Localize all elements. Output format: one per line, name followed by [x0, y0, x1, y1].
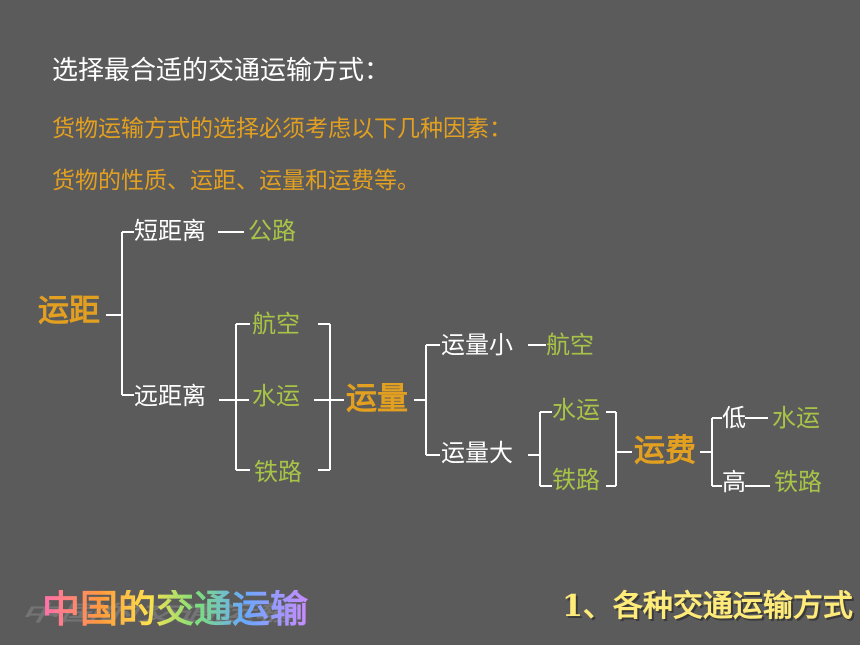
node-yunliang: 运量 [346, 381, 408, 417]
connector-mode-right [314, 323, 344, 471]
node-shuiyun-2: 水运 [552, 396, 600, 424]
node-yuanjuli: 远距离 [134, 382, 206, 410]
subtitle-line-1: 货物运输方式的选择必须考虑以下几种因素： [52, 116, 512, 142]
connector-da-right [606, 411, 632, 487]
node-di: 低 [722, 404, 746, 432]
node-duanjuli: 短距离 [134, 217, 206, 245]
node-yunfei: 运费 [634, 433, 696, 469]
node-tielu-2: 铁路 [552, 466, 600, 494]
connector-yunju [106, 231, 134, 396]
node-gao: 高 [722, 468, 746, 496]
node-tielu-1: 铁路 [254, 458, 302, 486]
node-tielu-3: 铁路 [774, 468, 822, 496]
slide-title: 选择最合适的交通运输方式： [52, 56, 391, 86]
node-yunju: 运距 [38, 293, 100, 329]
node-gonglu: 公路 [248, 217, 296, 245]
footer-right-title: 1、各种交通运输方式 [562, 589, 853, 624]
connector-da-left [528, 411, 552, 487]
subtitle-line-2: 货物的性质、运距、运量和运费等。 [52, 168, 420, 194]
footer-left-title: 中国的交通运输 [42, 586, 309, 631]
node-yunliang-da: 运量大 [441, 439, 513, 467]
node-hangkong-2: 航空 [546, 331, 594, 359]
connector-yunliang [414, 344, 440, 456]
node-shuiyun-1: 水运 [252, 382, 300, 410]
connector-yunfei [700, 417, 722, 487]
node-shuiyun-3: 水运 [772, 404, 820, 432]
node-hangkong-1: 航空 [252, 310, 300, 338]
connector-mode-left [235, 323, 250, 471]
node-yunliang-xiao: 运量小 [441, 331, 513, 359]
